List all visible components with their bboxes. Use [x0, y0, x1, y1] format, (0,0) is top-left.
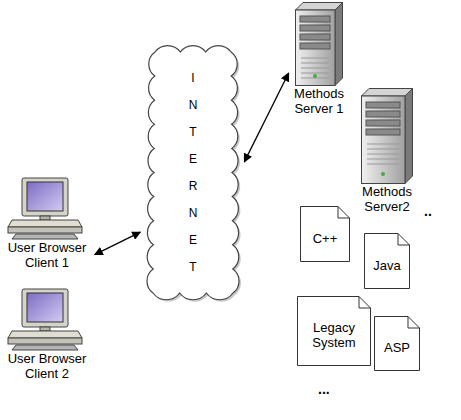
cloud-outline [147, 46, 239, 300]
vent-line [301, 73, 329, 74]
network-cloud: INTERNET [143, 40, 243, 305]
document-node: C++ [300, 206, 350, 262]
server-top [362, 89, 413, 97]
drive-bay [366, 102, 400, 108]
vent-line [301, 63, 329, 64]
vent-line [367, 149, 399, 150]
text-holder: C++ [300, 206, 350, 262]
drive-bay [300, 34, 330, 40]
vent-line [301, 58, 329, 59]
vent-line [367, 159, 399, 160]
monitor-case [22, 289, 68, 327]
document-fold [359, 297, 371, 309]
drive-bay [366, 120, 400, 126]
computer-icon [2, 176, 92, 240]
text-holder: INTERNET [143, 40, 243, 305]
server-node: Methods Server 1 [290, 2, 348, 116]
node-label: Methods Server2 [352, 184, 422, 214]
document-label: ASP [384, 340, 410, 355]
server-icon [295, 2, 343, 86]
server-side [405, 89, 413, 184]
power-led [313, 74, 317, 78]
text-holder: Legacy System [297, 296, 371, 366]
document-label: Legacy System [297, 320, 371, 350]
client-computer: User Browser Client 1 [2, 176, 92, 270]
vent-line [367, 154, 399, 155]
drive-bay [300, 43, 330, 49]
document-outline [375, 317, 420, 371]
document-label: C++ [313, 231, 338, 246]
pc-case-top [8, 331, 82, 338]
vertical-label: INTERNET [188, 65, 198, 281]
server-node: Methods Server2 [352, 88, 422, 214]
drive-bay [300, 16, 330, 22]
drive-bay [366, 129, 400, 135]
drive-bay [300, 25, 330, 31]
monitor-neck [40, 327, 50, 331]
document-outline [365, 234, 410, 289]
document-outline [298, 297, 371, 366]
document-node: ASP [374, 316, 420, 371]
vent-line [367, 164, 399, 165]
text-holder: ASP [374, 316, 420, 371]
keyboard [12, 234, 78, 239]
server-front [296, 10, 336, 86]
vent-line [367, 144, 399, 145]
double-arrow [244, 73, 288, 162]
pc-case-top [8, 220, 82, 227]
server-front [362, 96, 406, 184]
pc-case-front [8, 227, 82, 233]
node-label: User Browser Client 2 [2, 351, 92, 381]
monitor-screen [27, 293, 63, 322]
document-node: Java [364, 233, 410, 289]
document-node: Legacy System [297, 296, 371, 366]
document-fold [338, 207, 350, 219]
document-outline [301, 207, 350, 262]
monitor-neck [40, 216, 50, 220]
document-label: Java [373, 258, 400, 273]
client-computer: User Browser Client 2 [2, 287, 92, 381]
node-label: Methods Server 1 [290, 86, 348, 116]
drive-bay [366, 111, 400, 117]
monitor-screen [27, 182, 63, 211]
double-arrow [95, 232, 141, 254]
node-label: User Browser Client 1 [2, 240, 92, 270]
keyboard [12, 345, 78, 350]
ellipsis-mark: ... [318, 382, 330, 396]
power-led [381, 172, 385, 176]
monitor-case [22, 178, 68, 216]
server-side [335, 3, 343, 86]
text-holder: Java [364, 233, 410, 289]
pc-case-front [8, 338, 82, 344]
document-fold [408, 317, 420, 329]
computer-icon [2, 287, 92, 351]
server-icon [361, 88, 413, 184]
document-fold [398, 234, 410, 246]
ellipsis-mark: .. [424, 204, 432, 218]
vent-line [301, 68, 329, 69]
